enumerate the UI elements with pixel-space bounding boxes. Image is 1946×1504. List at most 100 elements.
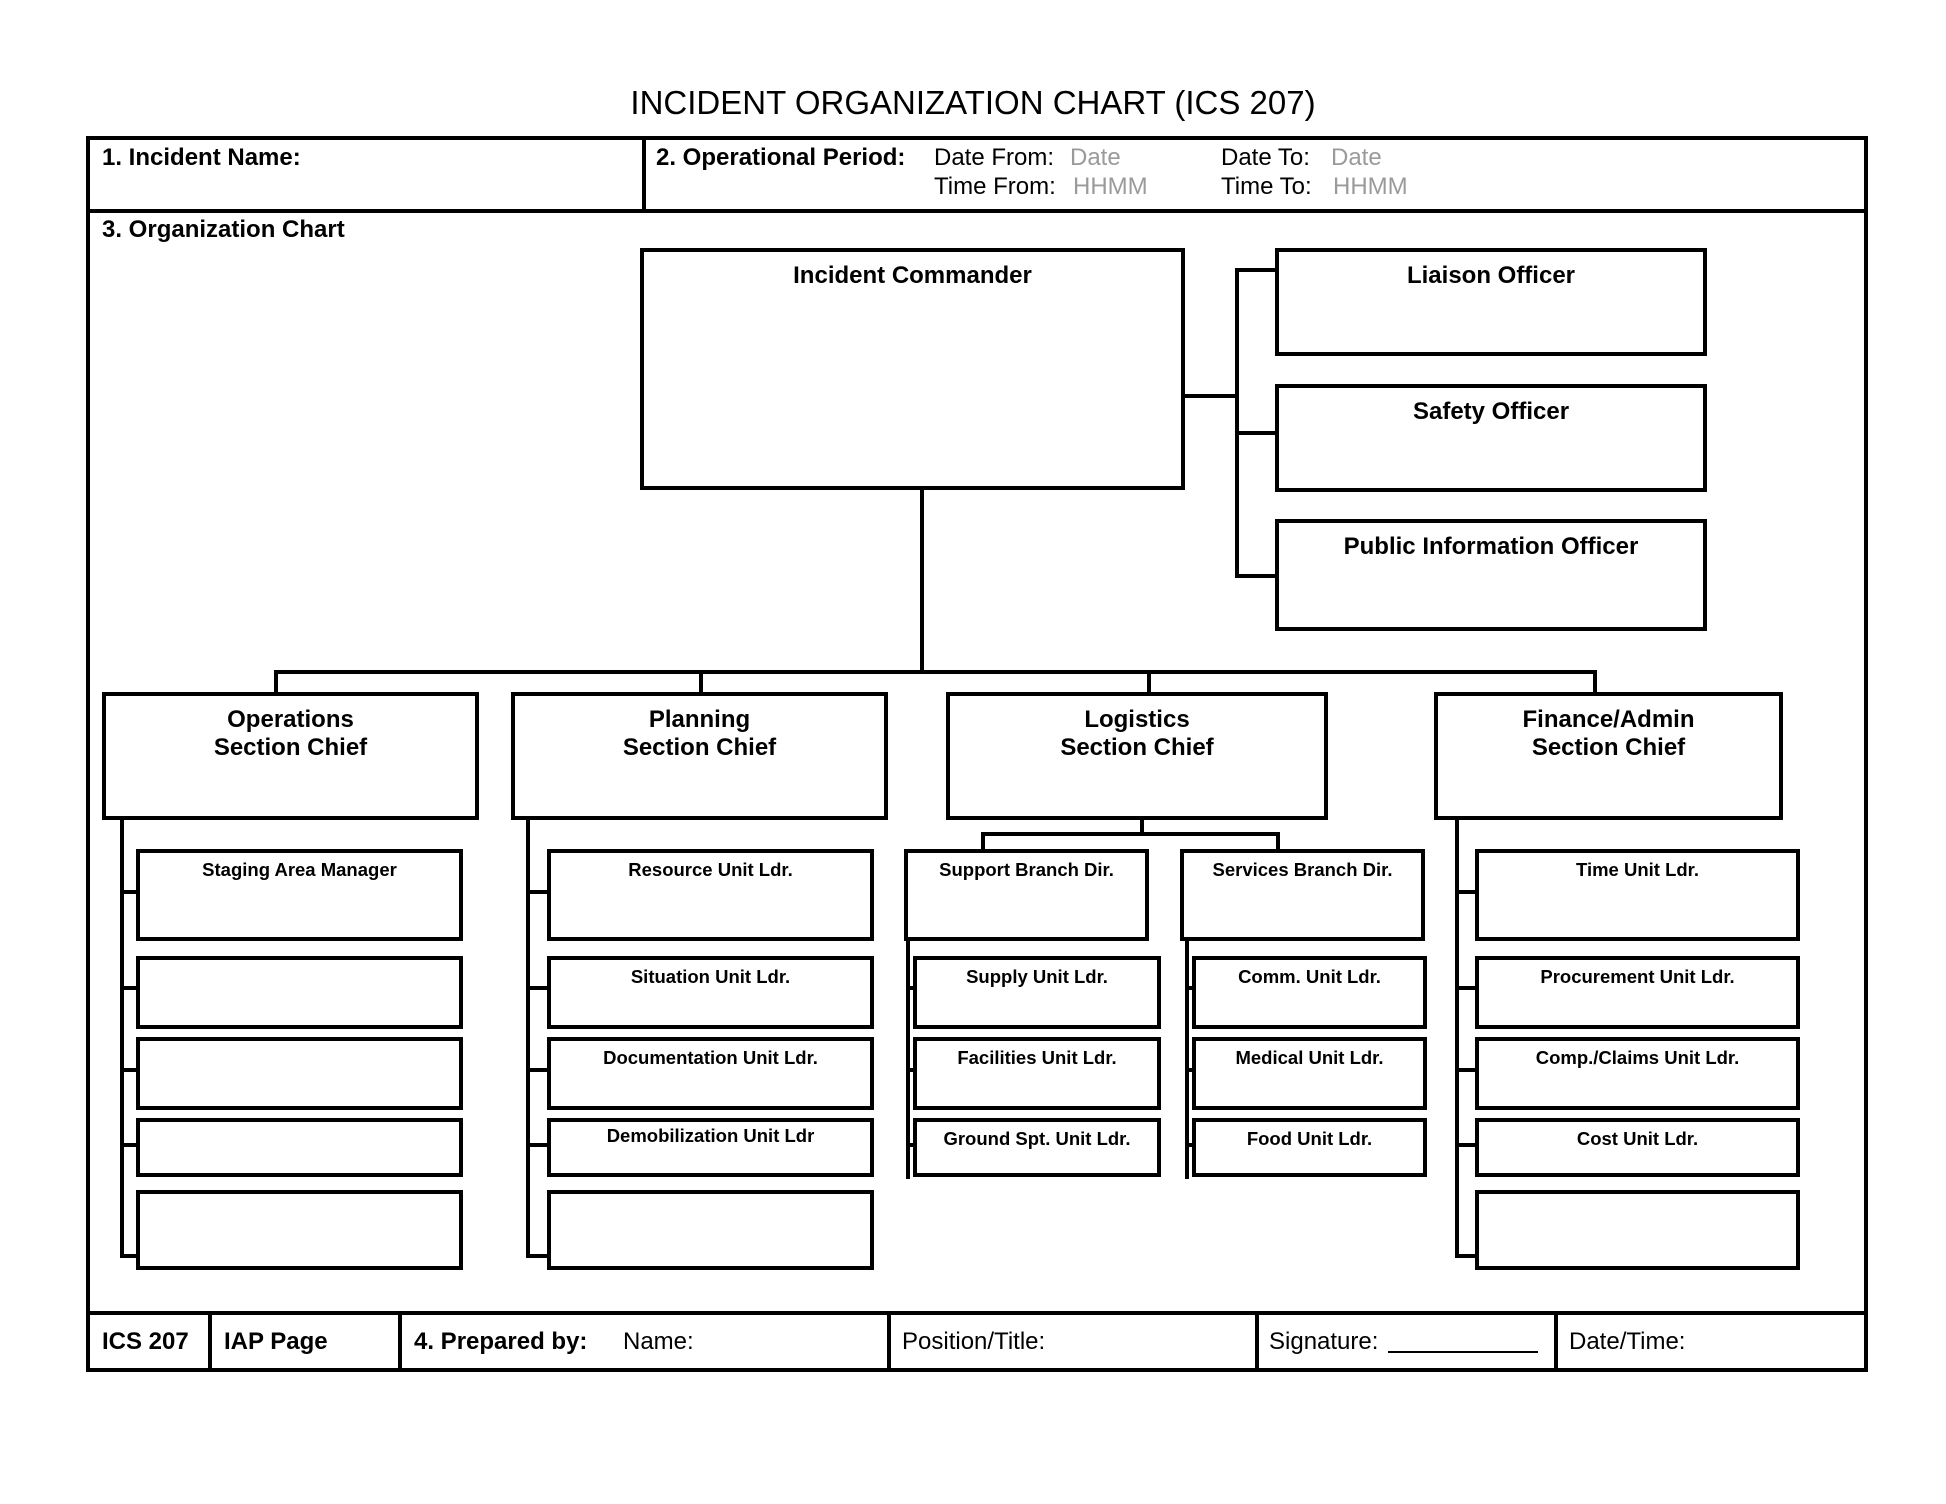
planning-unit-box[interactable]: Demobilization Unit Ldr xyxy=(547,1118,874,1177)
finance-unit-label: Comp./Claims Unit Ldr. xyxy=(1535,1047,1740,1068)
finance-unit-box[interactable]: Cost Unit Ldr. xyxy=(1475,1118,1800,1177)
footer-divider xyxy=(86,1311,1868,1315)
support-units-trunk xyxy=(906,939,910,1179)
liaison-officer-box[interactable]: Liaison Officer xyxy=(1275,248,1707,356)
support-tick-3 xyxy=(906,1143,918,1147)
ops-units-trunk xyxy=(120,818,124,1258)
safety-officer-box[interactable]: Safety Officer xyxy=(1275,384,1707,492)
footer-divider-2 xyxy=(398,1311,402,1371)
services-tick-1 xyxy=(1185,986,1197,990)
planning-unit-box[interactable]: Resource Unit Ldr. xyxy=(547,849,874,941)
planning-unit-label: Demobilization Unit Ldr xyxy=(606,1125,815,1146)
planning-unit-label: Situation Unit Ldr. xyxy=(630,966,791,987)
services-unit-box[interactable]: Comm. Unit Ldr. xyxy=(1192,956,1427,1029)
incident-name-field[interactable] xyxy=(330,140,630,204)
header-divider xyxy=(86,209,1868,213)
public-information-officer-box[interactable]: Public Information Officer xyxy=(1275,519,1707,631)
date-to-field[interactable]: Date xyxy=(1331,144,1382,171)
date-time-field[interactable]: Date/Time: xyxy=(1569,1328,1685,1356)
ops-unit-label xyxy=(140,1122,459,1128)
planning-tick-4 xyxy=(526,1143,550,1147)
support-unit-label: Facilities Unit Ldr. xyxy=(957,1047,1117,1068)
operational-period-label: 2. Operational Period: xyxy=(656,144,906,171)
services-unit-label: Food Unit Ldr. xyxy=(1246,1128,1373,1149)
connector-sections-bar xyxy=(274,670,1597,674)
safety-officer-label: Safety Officer xyxy=(1412,398,1570,425)
operations-line2: Section Chief xyxy=(213,734,368,761)
services-unit-box[interactable]: Food Unit Ldr. xyxy=(1192,1118,1427,1177)
ops-unit-box[interactable]: Staging Area Manager xyxy=(136,849,463,941)
time-from-field[interactable]: HHMM xyxy=(1073,173,1148,200)
planning-line1: Planning xyxy=(648,706,751,733)
logistics-branch-stem xyxy=(1140,818,1144,836)
ops-tick-2 xyxy=(120,986,140,990)
finance-unit-box[interactable]: Comp./Claims Unit Ldr. xyxy=(1475,1037,1800,1110)
support-unit-box[interactable]: Ground Spt. Unit Ldr. xyxy=(913,1118,1161,1177)
ops-unit-label xyxy=(140,1194,459,1200)
header-column-divider xyxy=(642,136,646,212)
planning-unit-label: Documentation Unit Ldr. xyxy=(603,1047,818,1068)
support-unit-label: Ground Spt. Unit Ldr. xyxy=(943,1128,1131,1149)
logistics-branch-bar xyxy=(981,832,1280,836)
finance-unit-box[interactable]: Procurement Unit Ldr. xyxy=(1475,956,1800,1029)
connector-ops xyxy=(274,670,278,696)
logistics-support-connector xyxy=(981,832,985,852)
prepared-by-name-field[interactable]: Name: xyxy=(623,1328,694,1356)
incident-name-label: 1. Incident Name: xyxy=(102,144,301,171)
support-unit-box[interactable]: Supply Unit Ldr. xyxy=(913,956,1161,1029)
connector-finance xyxy=(1593,670,1597,696)
position-title-field[interactable]: Position/Title: xyxy=(902,1328,1045,1356)
services-branch-label: Services Branch Dir. xyxy=(1212,859,1393,880)
finance-tick-1 xyxy=(1455,890,1479,894)
ops-unit-box[interactable] xyxy=(136,956,463,1029)
planning-line2: Section Chief xyxy=(622,734,777,761)
name-label: Name: xyxy=(623,1328,694,1355)
planning-tick-3 xyxy=(526,1068,550,1072)
logistics-services-connector xyxy=(1276,832,1280,852)
services-branch-box[interactable]: Services Branch Dir. xyxy=(1180,849,1425,941)
signature-field[interactable]: Signature: xyxy=(1269,1328,1539,1356)
finance-unit-box[interactable]: Time Unit Ldr. xyxy=(1475,849,1800,941)
planning-unit-box[interactable] xyxy=(547,1190,874,1270)
footer-divider-1 xyxy=(208,1311,212,1371)
time-from-label: Time From: xyxy=(934,173,1056,200)
date-from-field[interactable]: Date xyxy=(1070,144,1121,171)
services-tick-2 xyxy=(1185,1068,1197,1072)
services-tick-3 xyxy=(1185,1143,1197,1147)
support-tick-1 xyxy=(906,986,918,990)
support-unit-box[interactable]: Facilities Unit Ldr. xyxy=(913,1037,1161,1110)
planning-unit-box[interactable]: Documentation Unit Ldr. xyxy=(547,1037,874,1110)
services-unit-box[interactable]: Medical Unit Ldr. xyxy=(1192,1037,1427,1110)
liaison-officer-label: Liaison Officer xyxy=(1406,262,1576,289)
finance-line2: Section Chief xyxy=(1531,734,1686,761)
footer-divider-4 xyxy=(1255,1311,1259,1371)
time-to-field[interactable]: HHMM xyxy=(1333,173,1408,200)
finance-units-trunk xyxy=(1455,818,1459,1258)
ops-unit-box[interactable] xyxy=(136,1190,463,1270)
form-title: INCIDENT ORGANIZATION CHART (ICS 207) xyxy=(630,84,1316,121)
finance-unit-box[interactable] xyxy=(1475,1190,1800,1270)
finance-tick-5 xyxy=(1455,1254,1479,1258)
support-branch-box[interactable]: Support Branch Dir. xyxy=(904,849,1149,941)
planning-unit-box[interactable]: Situation Unit Ldr. xyxy=(547,956,874,1029)
org-chart-label: 3. Organization Chart xyxy=(102,216,345,243)
connector-staff-vertical xyxy=(1235,268,1239,578)
logistics-line1: Logistics xyxy=(1084,706,1190,733)
planning-unit-label xyxy=(551,1194,870,1200)
finance-unit-label: Procurement Unit Ldr. xyxy=(1540,966,1735,987)
services-units-trunk xyxy=(1185,939,1189,1179)
ops-unit-box[interactable] xyxy=(136,1037,463,1110)
finance-unit-label xyxy=(1479,1194,1796,1200)
ops-tick-1 xyxy=(120,890,140,894)
ops-unit-box[interactable] xyxy=(136,1118,463,1177)
signature-label: Signature: xyxy=(1269,1328,1379,1355)
finance-unit-label: Cost Unit Ldr. xyxy=(1576,1128,1699,1149)
incident-commander-box[interactable]: Incident Commander xyxy=(640,248,1185,490)
planning-tick-5 xyxy=(526,1254,550,1258)
connector-ic-down xyxy=(920,488,924,674)
ops-tick-4 xyxy=(120,1143,140,1147)
